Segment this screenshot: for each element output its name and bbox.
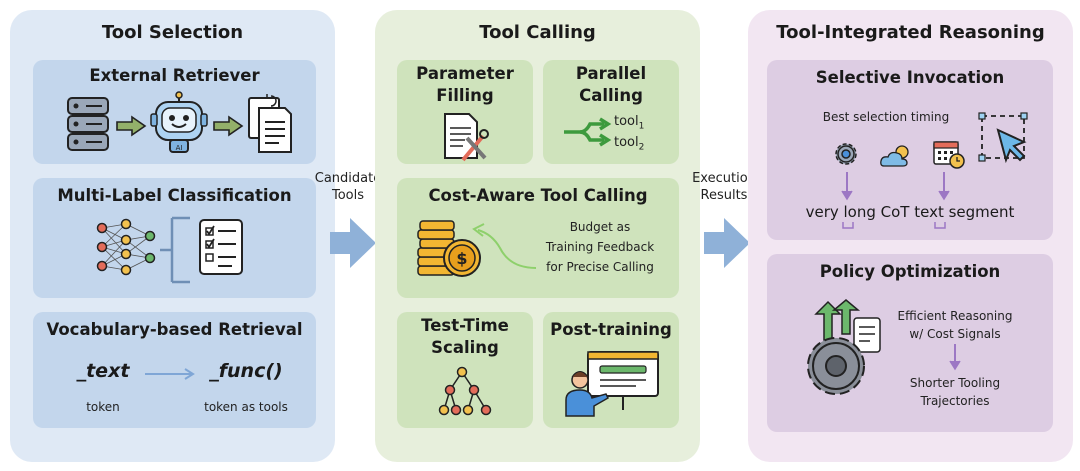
post-training-label: Post-training (550, 320, 672, 339)
test-time-scaling-label-line1: Test-Time (421, 316, 509, 335)
cost-aware-label: Cost-Aware Tool Calling (428, 186, 648, 205)
execution-results-arrow (704, 218, 750, 268)
budget-text-line2: Training Feedback (545, 240, 655, 254)
feedback-arrow-icon (472, 223, 537, 269)
down-arrow-icon (938, 172, 950, 201)
checklist-icon (199, 219, 243, 275)
neural-network-icon (96, 218, 156, 276)
policy-optimization-card (767, 254, 1053, 432)
candidate-tools-label-line2: Tools (331, 188, 365, 203)
gear-icon (835, 143, 857, 165)
shorter-tooling-line1: Shorter Tooling (909, 376, 1001, 390)
svg-text:AI: AI (176, 144, 183, 152)
execution-results-label-line2: Results (700, 188, 748, 203)
robot-icon: AI (150, 91, 208, 153)
budget-text-line3: for Precise Calling (546, 260, 654, 274)
candidate-tools-arrow (330, 218, 376, 268)
parallel-calling-label-line2: Calling (579, 86, 643, 105)
efficient-reasoning-line1: Efficient Reasoning (897, 309, 1013, 323)
efficient-reasoning-line2: w/ Cost Signals (909, 327, 1001, 341)
right-arrow-icon (213, 115, 244, 137)
tool-1-label: tool1 (614, 114, 645, 132)
split-arrow-icon (564, 117, 612, 147)
cot-text-segment: very long CoT text segment (805, 203, 1015, 221)
func-token: _func() (209, 360, 283, 382)
candidate-tools-label-line1: Candidate (314, 171, 382, 186)
down-arrow-icon (841, 172, 853, 201)
down-arrow-icon (949, 344, 961, 371)
selective-invocation-label: Selective Invocation (815, 68, 1005, 87)
insertion-mark-icon (842, 222, 854, 229)
execution-results-label-line1: Execution (692, 171, 756, 186)
parameter-filling-label-line2: Filling (436, 86, 494, 105)
budget-text-line1: Budget as (569, 220, 631, 234)
vocab-retrieval-card (33, 312, 316, 428)
external-retriever-label: External Retriever (89, 66, 260, 85)
tool-calling-title: Tool Calling (479, 22, 596, 43)
parallel-calling-label-line1: Parallel (575, 64, 647, 83)
tool-integrated-reasoning-title: Tool-Integrated Reasoning (776, 22, 1045, 43)
gear-growth-icon (807, 299, 881, 395)
weather-icon (880, 145, 909, 167)
multi-label-label: Multi-Label Classification (57, 186, 292, 205)
vocab-retrieval-label: Vocabulary-based Retrieval (46, 320, 303, 339)
parallel-calling-card (543, 60, 679, 164)
cursor-selection-icon (978, 112, 1028, 164)
svg-text:$: $ (456, 249, 467, 268)
bracket-icon (160, 216, 190, 284)
best-selection-timing-text: Best selection timing (822, 110, 950, 124)
coins-icon: $ (417, 220, 481, 277)
documents-icon (248, 94, 292, 153)
parameter-filling-label-line1: Parameter (416, 64, 514, 83)
multi-label-card (33, 178, 316, 298)
right-arrow-icon (116, 115, 147, 137)
long-right-arrow-icon (145, 368, 195, 380)
insertion-mark-icon (934, 222, 946, 229)
presentation-icon (565, 351, 659, 417)
document-tools-icon (444, 113, 489, 162)
token-as-tools-caption: token as tools (204, 400, 288, 414)
tool-selection-title: Tool Selection (101, 22, 244, 43)
database-icon (67, 97, 109, 151)
policy-optimization-label: Policy Optimization (819, 262, 1001, 281)
shorter-tooling-line2: Trajectories (920, 394, 990, 408)
text-token: _text (76, 360, 130, 382)
token-caption: token (86, 400, 120, 414)
tree-icon (438, 366, 492, 416)
tool-2-label: tool2 (614, 135, 645, 153)
test-time-scaling-label-line2: Scaling (431, 338, 499, 357)
calendar-clock-icon (933, 141, 965, 169)
